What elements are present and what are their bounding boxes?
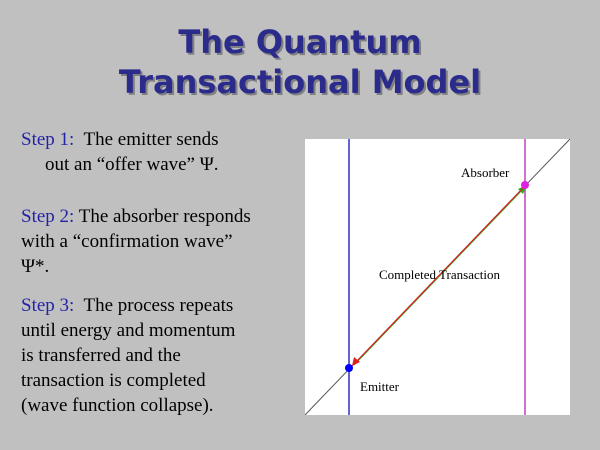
- step-1-label: Step 1:: [21, 129, 75, 150]
- step-3: Step 3: The process repeats until energy…: [21, 293, 235, 418]
- step-2: Step 2: The absorber responds with a “co…: [21, 204, 251, 279]
- step-2-line-3: Ψ*.: [21, 256, 50, 277]
- step-3-line-1: The process repeats: [83, 295, 234, 316]
- offer-wave-arrowhead: [352, 357, 360, 366]
- step-1: Step 1: The emitter sends out an “offer …: [21, 127, 219, 177]
- emitter-event-dot: [345, 364, 353, 372]
- transaction-diagram: Absorber Completed Transaction Emitter: [305, 139, 570, 415]
- step-1-line-1: The emitter sends: [83, 129, 219, 150]
- step-2-label: Step 2:: [21, 206, 75, 227]
- step-1-line-2: out an “offer wave” Ψ.: [45, 154, 219, 175]
- emitter-label: Emitter: [360, 379, 400, 394]
- step-3-line-4: transaction is completed: [21, 370, 206, 391]
- confirmation-wave-line: [353, 188, 524, 366]
- title-line-2: Transactional Model: [118, 63, 482, 101]
- diagram-svg: Absorber Completed Transaction Emitter: [305, 139, 570, 415]
- title-line-1: The Quantum: [178, 23, 422, 61]
- step-3-line-2: until energy and momentum: [21, 320, 236, 341]
- step-2-line-2: with a “confirmation wave”: [21, 231, 233, 252]
- step-3-line-3: is transferred and the: [21, 345, 181, 366]
- step-3-label: Step 3:: [21, 295, 75, 316]
- absorber-event-dot: [521, 181, 529, 189]
- step-2-line-1: The absorber responds: [78, 206, 251, 227]
- slide-title: The Quantum Transactional Model: [0, 22, 600, 102]
- completed-transaction-label: Completed Transaction: [379, 267, 500, 282]
- absorber-label: Absorber: [461, 165, 510, 180]
- step-3-line-5: (wave function collapse).: [21, 395, 214, 416]
- offer-wave-line: [356, 184, 527, 362]
